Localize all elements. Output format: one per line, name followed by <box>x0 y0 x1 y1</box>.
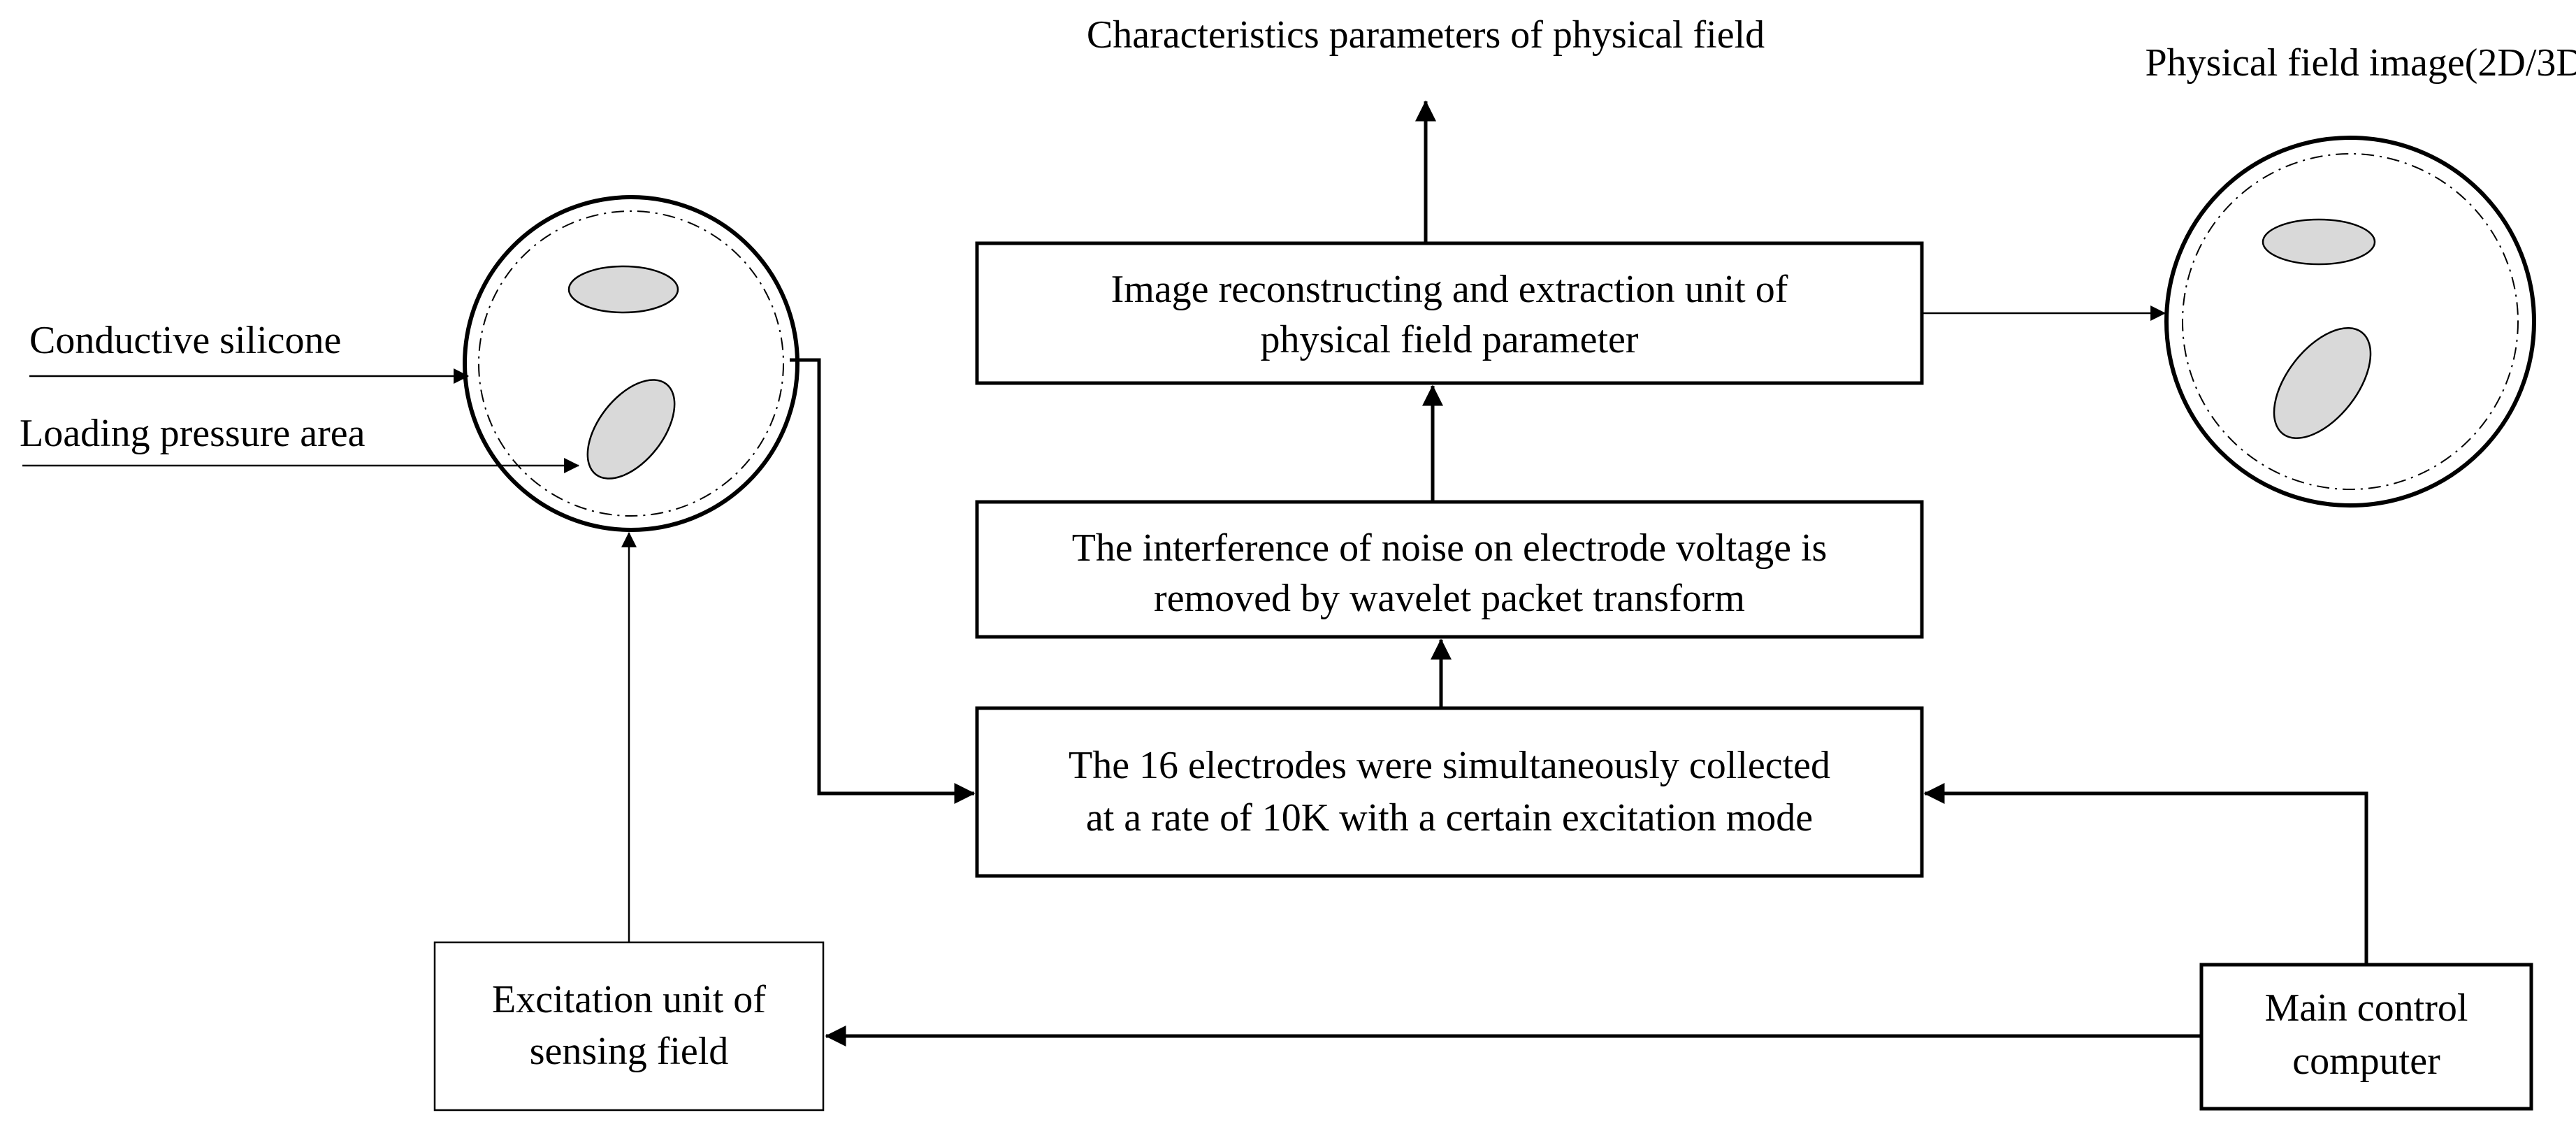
field-image-blob-top <box>2262 218 2376 266</box>
reconstruct-box: Image reconstructing and extraction unit… <box>975 241 1924 385</box>
electrodes-line2: at a rate of 10K with a certain excitati… <box>1086 796 1813 840</box>
reconstruct-line1: Image reconstructing and extraction unit… <box>1111 268 1788 311</box>
arrow-sensor-to-electrodes <box>790 358 976 804</box>
field-image-label: Physical field image(2D/3D) <box>2146 41 2576 85</box>
excitation-line2: sensing field <box>530 1030 729 1073</box>
main-control-box: Main control computer <box>2199 963 2533 1111</box>
excitation-box: Excitation unit of sensing field <box>433 941 825 1112</box>
excitation-line1: Excitation unit of <box>492 978 766 1021</box>
characteristics-label: Characteristics parameters of physical f… <box>1087 13 1765 57</box>
sensor-blob-top <box>567 265 679 314</box>
wavelet-box: The interference of noise on electrode v… <box>975 500 1924 639</box>
sensor-circle <box>463 195 799 532</box>
wavelet-line1: The interference of noise on electrode v… <box>1072 526 1828 570</box>
field-image-blob-lower <box>2273 326 2372 440</box>
electrodes-line1: The 16 electrodes were simultaneously co… <box>1069 744 1830 787</box>
arrow-main-to-electrodes <box>1923 783 2368 965</box>
wavelet-line2: removed by wavelet packet transform <box>1154 577 1745 620</box>
loading-label: Loading pressure area <box>20 412 366 455</box>
conductive-label: Conductive silicone <box>29 319 341 362</box>
electrodes-box: The 16 electrodes were simultaneously co… <box>975 706 1924 878</box>
main-control-line1: Main control <box>2265 986 2468 1030</box>
main-control-line2: computer <box>2292 1040 2440 1083</box>
field-image-circle <box>2164 136 2536 508</box>
sensor-blob-lower <box>586 379 676 480</box>
reconstruct-line2: physical field parameter <box>1260 318 1638 361</box>
